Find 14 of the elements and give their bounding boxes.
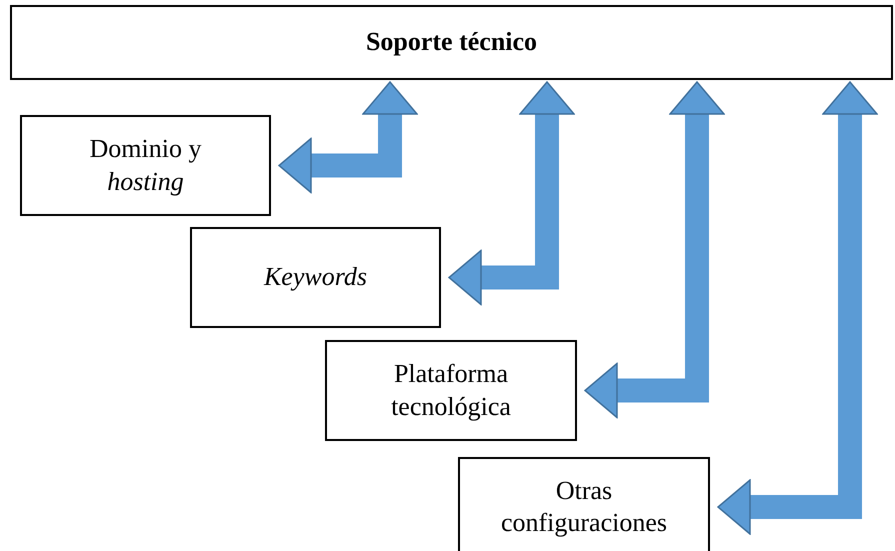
topic-box	[190, 227, 441, 328]
box-label: Plataforma tecnológica	[390, 358, 512, 423]
topic-box	[458, 457, 710, 551]
bent-block-arrow	[278, 81, 418, 194]
box-label: Soporte técnico	[366, 26, 538, 58]
bent-block-arrow	[717, 81, 878, 535]
topic-box	[325, 340, 577, 441]
bent-block-arrow	[448, 81, 575, 306]
header-box	[10, 5, 893, 80]
box-label: Keywords	[264, 261, 368, 294]
box-label: Dominio y hosting	[88, 133, 202, 198]
box-label: Otras configuraciones	[500, 474, 668, 539]
bent-block-arrow	[584, 81, 725, 418]
topic-box	[20, 115, 271, 216]
